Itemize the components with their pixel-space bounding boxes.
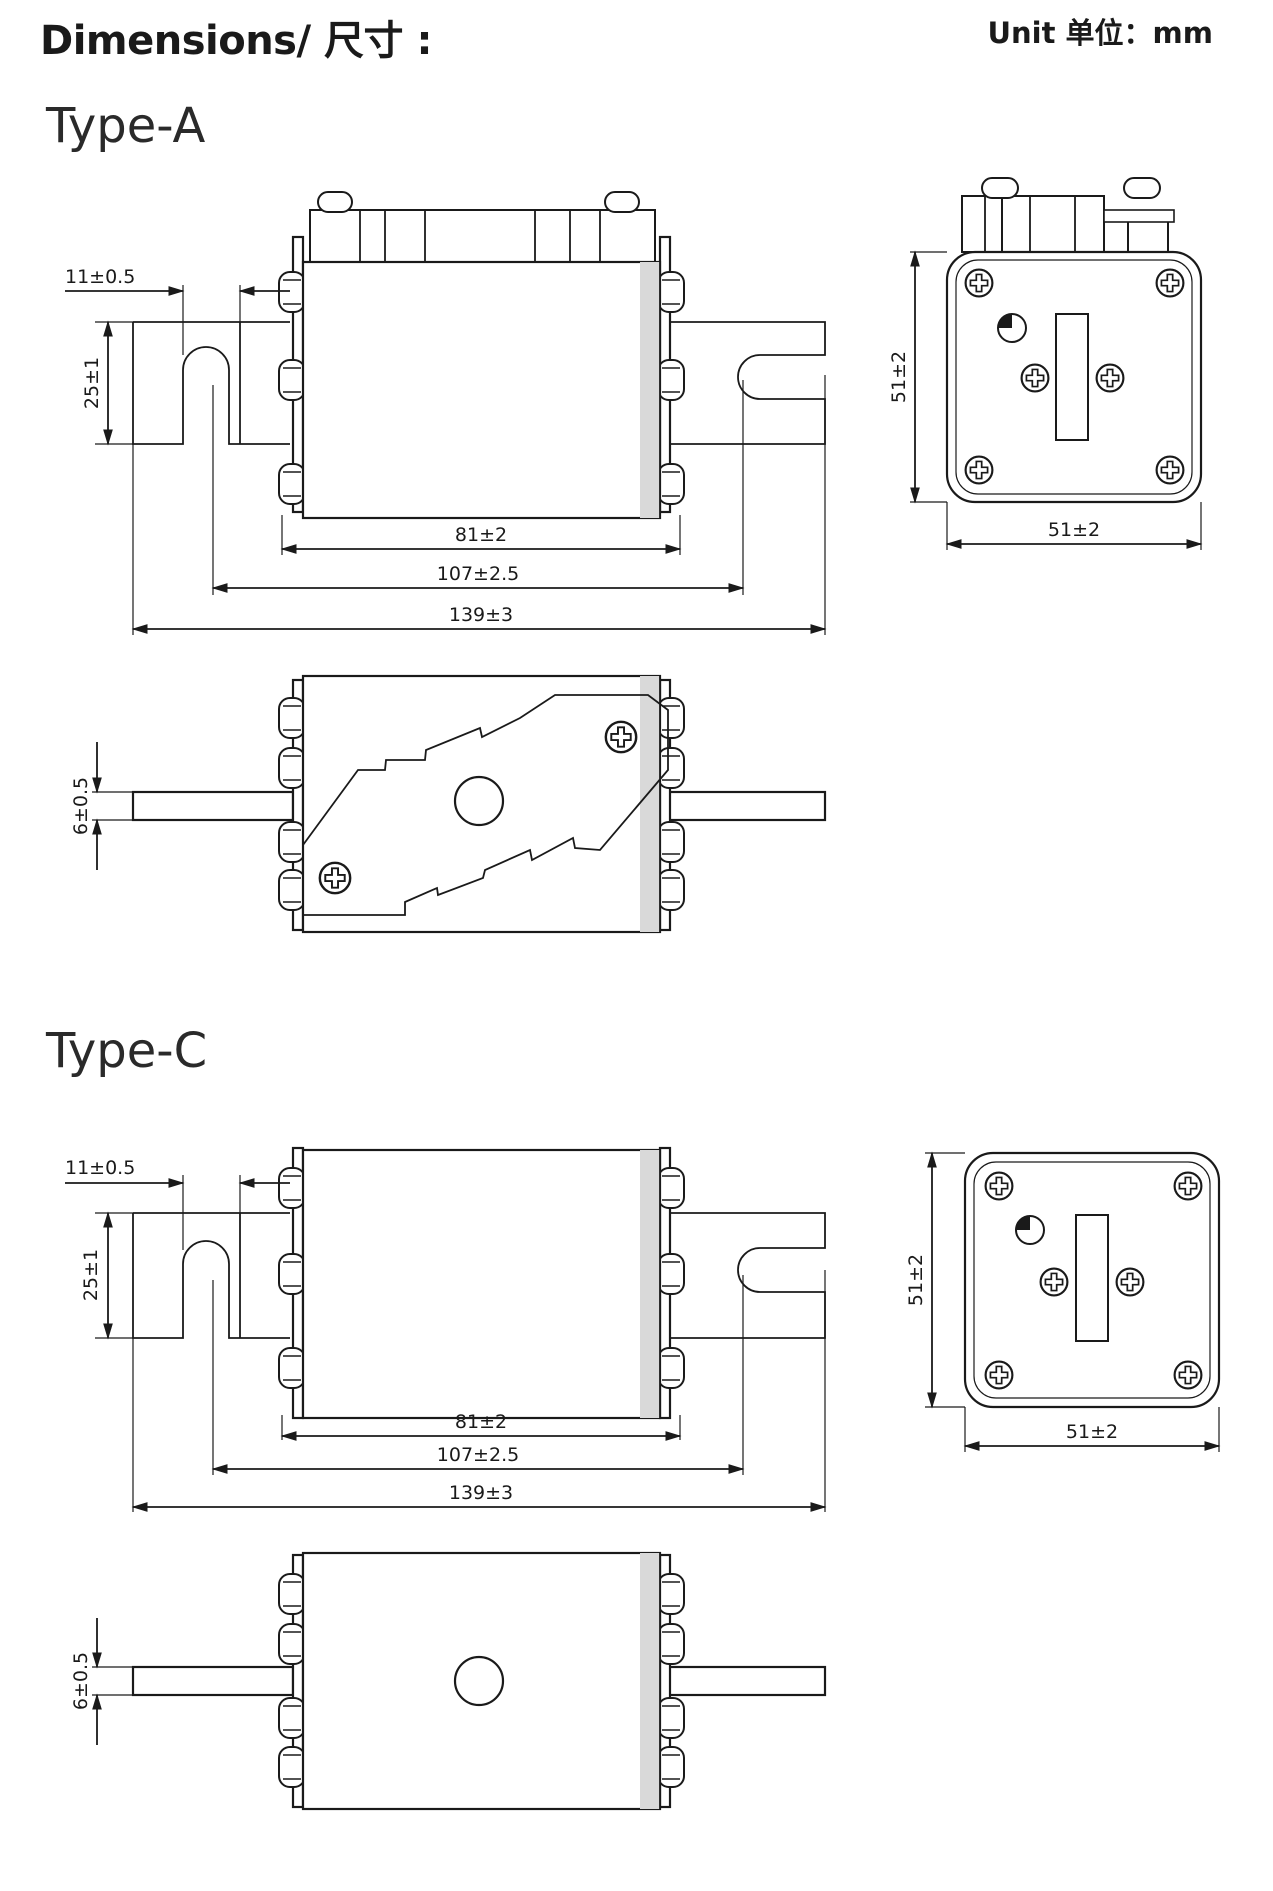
type-a-label: Type-A: [46, 98, 206, 154]
type-c-dim-tab-height: 25±1: [80, 1249, 102, 1301]
type-a-dim-overall-length: 139±3: [449, 604, 513, 626]
type-c-dim-end-height: 51±2: [905, 1254, 927, 1306]
type-a-end-view: 51±2 51±2: [888, 177, 1203, 550]
type-c-label: Type-C: [46, 1023, 208, 1079]
type-c-side-view: 6±0.5: [70, 1551, 827, 1811]
type-c-end-view: 51±2 51±2: [905, 1151, 1221, 1452]
type-a-dim-slot-distance: 107±2.5: [437, 563, 519, 585]
type-a-dim-thickness: 6±0.5: [70, 777, 92, 835]
type-a-top-view: 11±0.5 25±1 81±2 107±2.5 139±3: [65, 191, 827, 635]
unit-label: Unit 单位：mm: [987, 16, 1213, 50]
type-c-dim-body-length: 81±2: [455, 1411, 507, 1433]
type-c-dim-slot-distance: 107±2.5: [437, 1444, 519, 1466]
type-c-dim-tab-width: 11±0.5: [65, 1157, 135, 1179]
type-a-dim-end-width: 51±2: [1048, 519, 1100, 541]
type-a-side-view: 6±0.5: [70, 674, 827, 934]
type-a-dim-end-height: 51±2: [888, 351, 910, 403]
type-a-dim-body-length: 81±2: [455, 524, 507, 546]
type-a-dim-tab-height: 25±1: [81, 357, 103, 409]
type-c-dim-thickness: 6±0.5: [70, 1652, 92, 1710]
type-c-dim-overall-length: 139±3: [449, 1482, 513, 1504]
type-a-dim-tab-width: 11±0.5: [65, 266, 135, 288]
type-c-dim-end-width: 51±2: [1066, 1421, 1118, 1443]
type-c-top-view: 11±0.5 25±1 81±2 107±2.5 139±3: [65, 1146, 827, 1512]
page-title: Dimensions/ 尺寸 :: [40, 18, 432, 64]
